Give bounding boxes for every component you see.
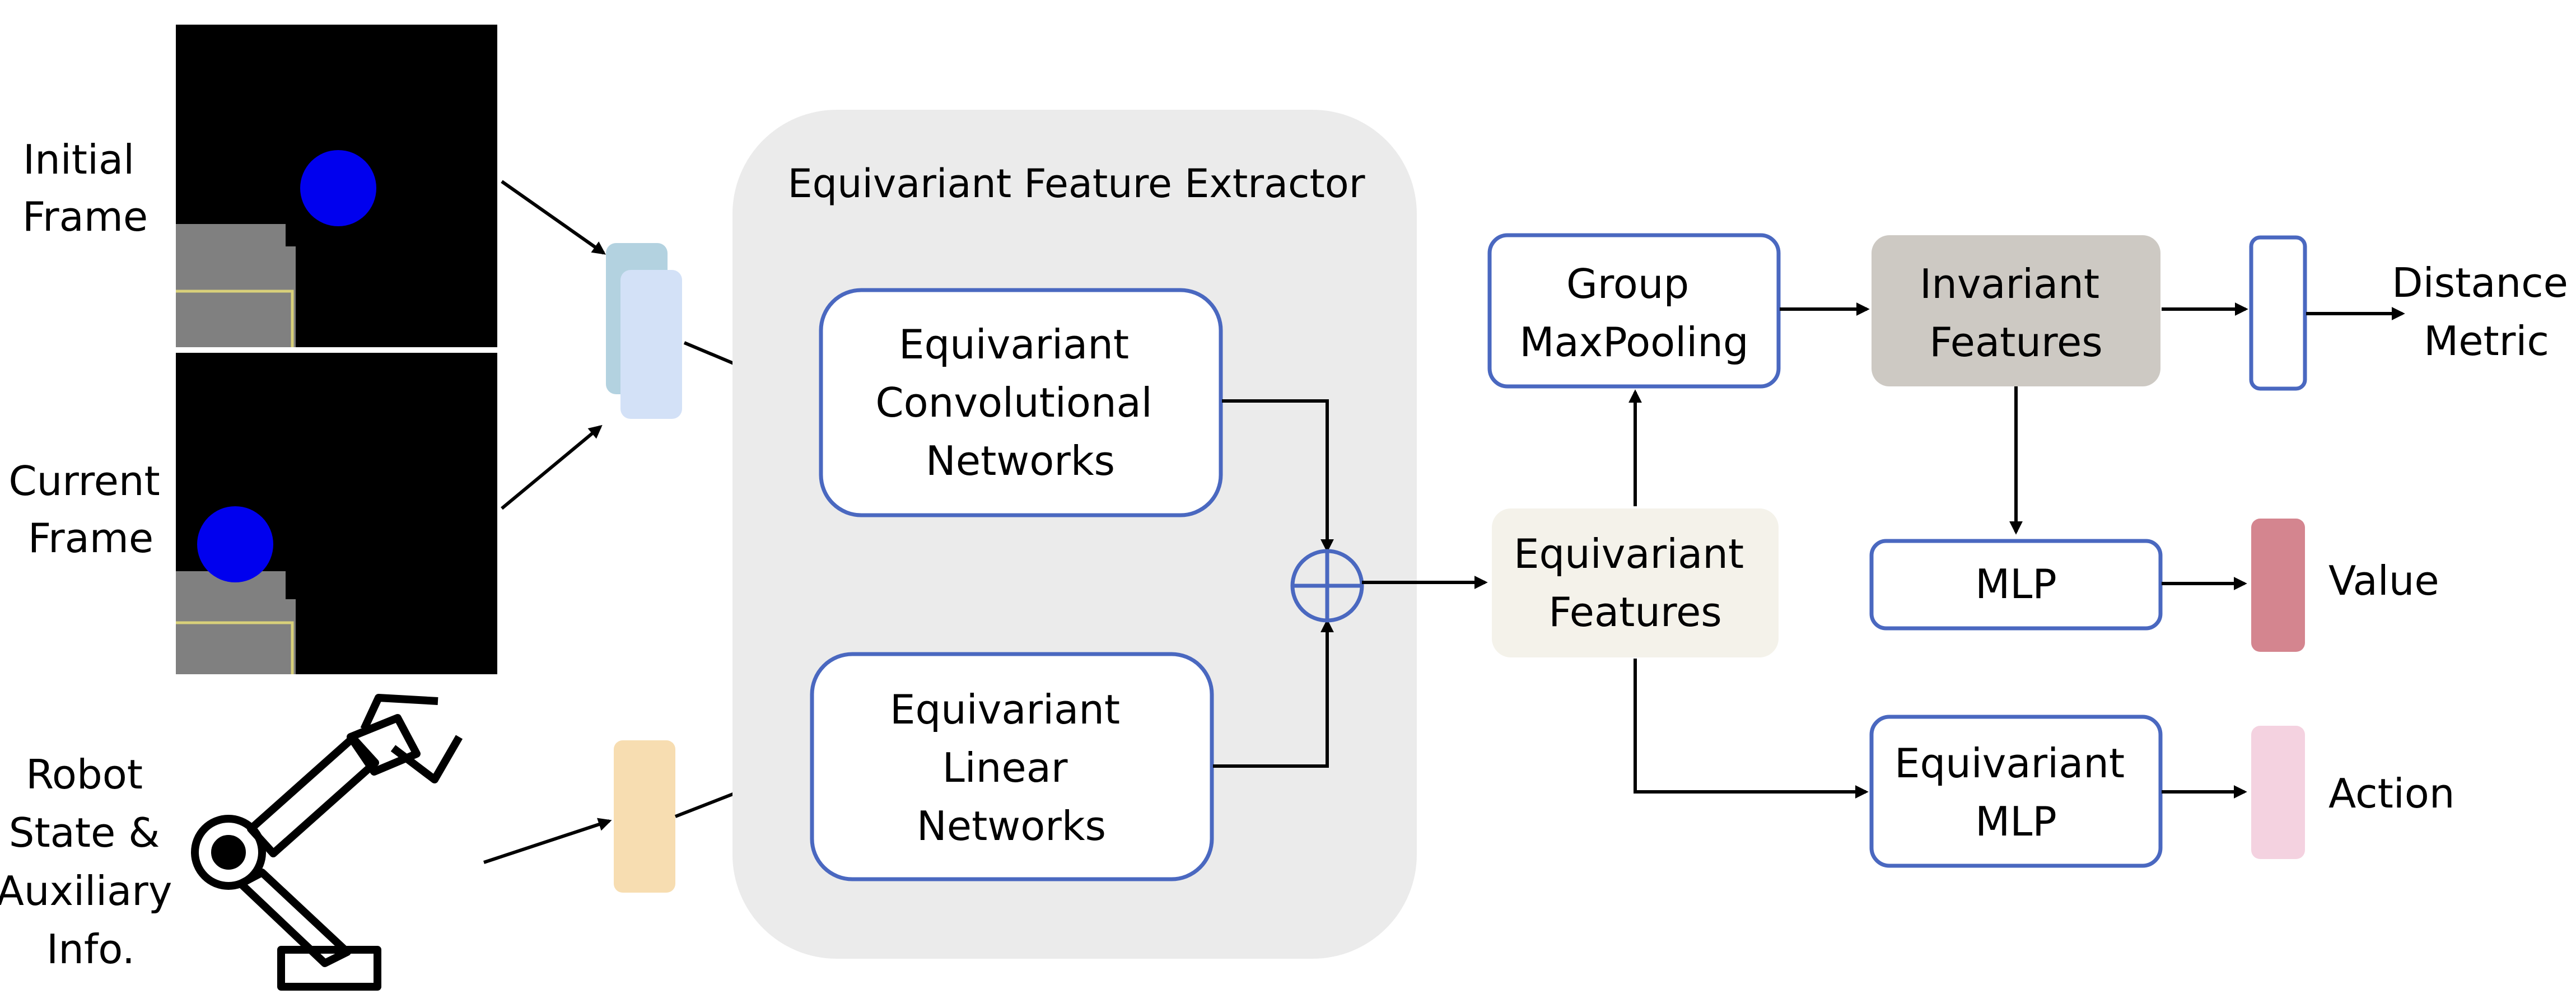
invariant-features-box [1872, 235, 2160, 386]
distance-metric-tensor [2249, 235, 2307, 391]
current-frame-arrow [501, 424, 603, 510]
initial-frame-arrow [501, 180, 606, 255]
initial-frame-image [176, 25, 497, 347]
feature-extractor-title: Equivariant Feature Extractor [787, 161, 1365, 207]
distance-metric-label: Distance Metric [2392, 259, 2576, 365]
invariant-features-label: Invariant Features [1920, 260, 2112, 366]
action-label: Action [2328, 770, 2455, 817]
action-tensor [2251, 726, 2305, 859]
equivariant-conv-networks-label: Equivariant Convolutional Networks [875, 321, 1165, 484]
features-to-equivariant-mlp-arrow [1634, 659, 1869, 799]
equivariant-features-label: Equivariant Features [1514, 530, 1757, 636]
initial-frame-label: Initial Frame [22, 136, 148, 240]
group-maxpooling-label: Group MaxPooling [1519, 260, 1748, 366]
equivariant-linear-networks-label: Equivariant Linear Networks [890, 686, 1133, 850]
robot-state-arrow [483, 818, 612, 864]
robot-state-tensor [614, 740, 675, 893]
circle-plus-icon [1290, 549, 1364, 623]
mlp-box [1869, 539, 2163, 631]
equivariant-mlp-label: Equivariant MLP [1894, 740, 2138, 845]
current-frame-tensor [620, 270, 682, 419]
conv-to-sum-arrow [1222, 399, 1334, 553]
equivariant-conv-networks-box [819, 288, 1223, 517]
value-label: Value [2328, 557, 2439, 604]
equivariant-mlp-box [1869, 715, 2163, 868]
linear-to-sum-arrow [1213, 619, 1334, 768]
value-tensor [2251, 519, 2305, 652]
robot-arm-icon [191, 694, 463, 991]
mlp-label: MLP [1975, 561, 2057, 608]
current-frame-image [176, 353, 497, 674]
robot-state-label: Robot State & Auxiliary Info. [0, 751, 185, 973]
equivariant-features-box [1492, 508, 1779, 657]
equivariant-linear-networks-box [810, 652, 1214, 881]
current-frame-label: Current Frame [8, 458, 172, 562]
group-maxpooling-box [1487, 233, 1781, 389]
